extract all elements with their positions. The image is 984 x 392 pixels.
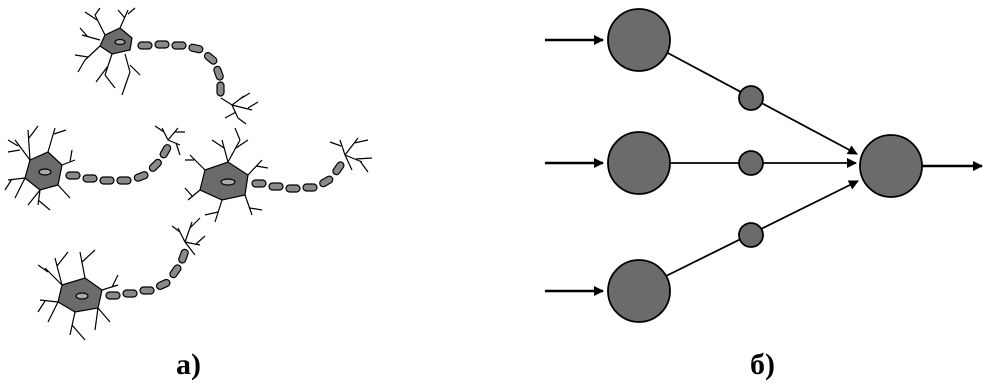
input-node-2 bbox=[607, 131, 671, 195]
artificial-neuron-panel: б) bbox=[490, 0, 984, 392]
neuron-2 bbox=[4, 125, 185, 211]
neuron-3 bbox=[184, 127, 373, 223]
output-node bbox=[859, 134, 923, 198]
weight-node-3 bbox=[738, 222, 764, 248]
input-node-3 bbox=[607, 259, 671, 323]
axon-1 bbox=[137, 40, 225, 97]
biological-neurons-illustration bbox=[4, 7, 373, 341]
neural-network-diagram bbox=[545, 8, 983, 323]
neuron-1 bbox=[74, 7, 259, 125]
caption-b: б) bbox=[750, 348, 775, 381]
neuron-4 bbox=[37, 217, 206, 341]
weight-node-2 bbox=[738, 150, 764, 176]
caption-a: а) bbox=[176, 348, 201, 381]
axon-4 bbox=[105, 248, 189, 300]
biological-neurons-panel: а) bbox=[0, 0, 490, 392]
axon-3 bbox=[251, 161, 345, 193]
input-node-1 bbox=[607, 8, 671, 72]
weight-node-1 bbox=[738, 85, 764, 111]
axon-2 bbox=[65, 144, 172, 185]
